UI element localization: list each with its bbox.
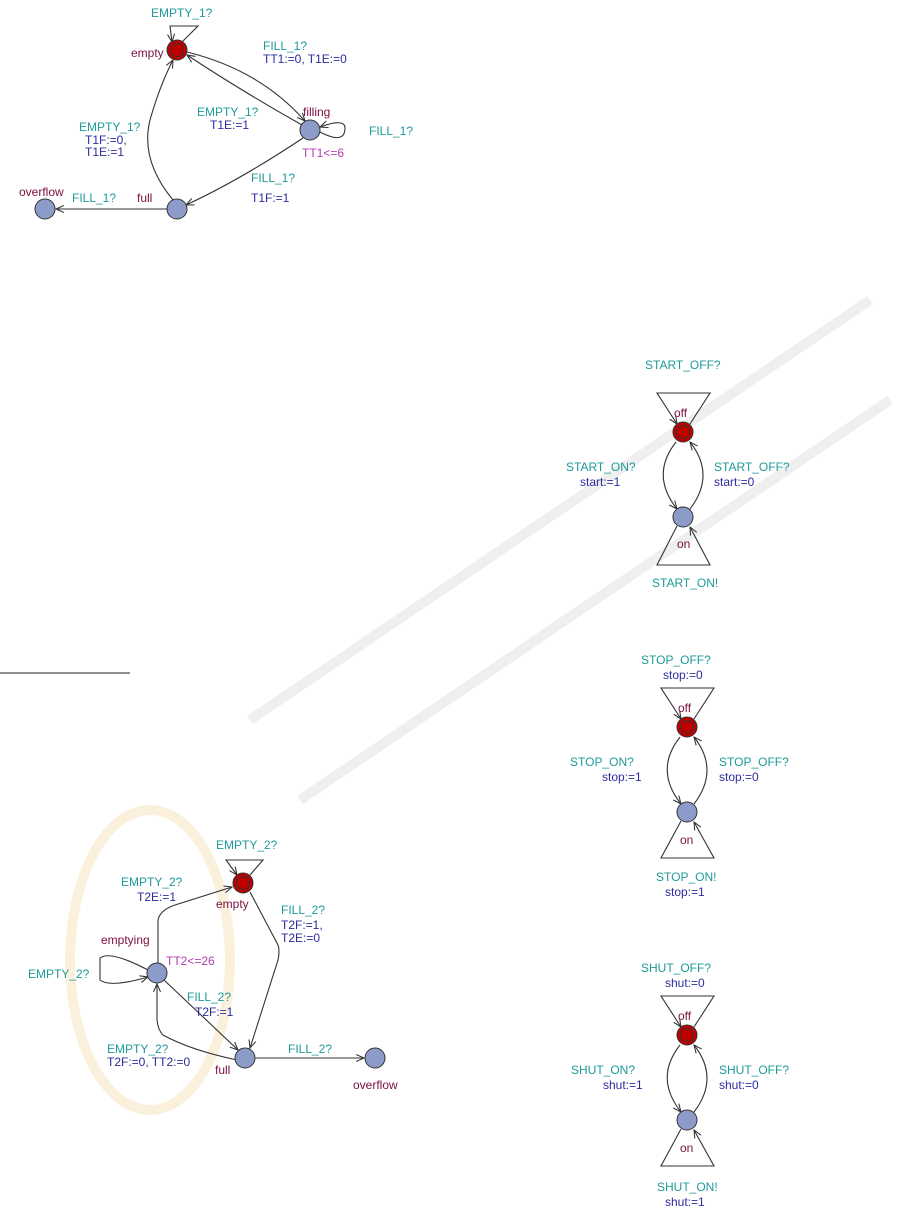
- location-label: off: [678, 701, 692, 715]
- edge-label: start:=1: [580, 475, 621, 489]
- edge-label: FILL_2?: [281, 903, 325, 917]
- location-label: full: [137, 191, 152, 205]
- location-off: [676, 716, 698, 738]
- edge-label: STOP_OFF?: [641, 653, 711, 667]
- location-label: emptying: [101, 933, 150, 947]
- edge-label: SHUT_OFF?: [719, 1063, 789, 1077]
- edge-label: T2F:=1: [195, 1005, 234, 1019]
- location-full: [166, 198, 188, 220]
- location-empty: [166, 39, 188, 61]
- location-label: on: [680, 833, 693, 847]
- edge-label: SHUT_ON!: [657, 1180, 718, 1194]
- shut-automaton: SHUT_OFF? shut:=0 off SHUT_ON? shut:=1 S…: [571, 961, 789, 1209]
- edge-label: shut:=1: [603, 1078, 643, 1092]
- edge-label: FILL_2?: [288, 1042, 332, 1056]
- edge-label: FILL_1?: [72, 191, 116, 205]
- location-off: [676, 1024, 698, 1046]
- location-full: [234, 1047, 256, 1069]
- location-overflow: [364, 1047, 386, 1069]
- location-off: [672, 421, 694, 443]
- edge-label: stop:=0: [663, 668, 703, 682]
- location-on: [672, 506, 694, 528]
- edge-label: TT1:=0, T1E:=0: [263, 52, 347, 66]
- edge-label: T1E:=1: [210, 118, 249, 132]
- edge-label: T1F:=0,: [85, 133, 127, 147]
- tank2-automaton: EMPTY_2? EMPTY_2? T2E:=1 empty FILL_2? T…: [28, 838, 398, 1092]
- edge-label: STOP_OFF?: [719, 755, 789, 769]
- start-automaton: START_OFF? off START_ON? start:=1 START_…: [566, 358, 790, 590]
- edge-label: EMPTY_2?: [107, 1042, 169, 1056]
- edge-label: stop:=1: [665, 885, 705, 899]
- tank1-automaton: EMPTY_1? empty FILL_1? TT1:=0, T1E:=0 fi…: [19, 6, 413, 220]
- edge-label: shut:=0: [665, 976, 705, 990]
- edge-label: EMPTY_2?: [28, 967, 90, 981]
- edge-label: T1E:=1: [85, 145, 124, 159]
- location-label: empty: [216, 897, 249, 911]
- location-filling: [299, 119, 321, 141]
- edge-label: EMPTY_1?: [151, 6, 213, 20]
- stop-automaton: STOP_OFF? stop:=0 off STOP_ON? stop:=1 S…: [570, 653, 789, 899]
- edge-label: EMPTY_2?: [121, 875, 183, 889]
- edge-label: shut:=0: [719, 1078, 759, 1092]
- edge-label: FILL_2?: [187, 990, 231, 1004]
- edge-label: FILL_1?: [251, 171, 295, 185]
- edge-label: START_ON!: [652, 576, 718, 590]
- invariant-label: TT1<=6: [302, 146, 344, 160]
- location-label: on: [680, 1141, 693, 1155]
- edge-label: STOP_ON!: [656, 870, 716, 884]
- location-label: filling: [303, 105, 330, 119]
- edge-label: EMPTY_2?: [216, 838, 278, 852]
- edge-label: STOP_ON?: [570, 755, 634, 769]
- location-label: empty: [131, 46, 164, 60]
- location-label: off: [678, 1009, 692, 1023]
- edge-label: FILL_1?: [369, 124, 413, 138]
- location-on: [676, 1109, 698, 1131]
- edge-label: START_OFF?: [645, 358, 721, 372]
- edge-label: start:=0: [714, 475, 755, 489]
- edge-label: T2E:=0: [281, 931, 320, 945]
- edge-label: FILL_1?: [263, 39, 307, 53]
- location-empty: [232, 872, 254, 894]
- edge-label: stop:=1: [602, 770, 642, 784]
- edge-label: shut:=1: [665, 1195, 705, 1209]
- edge-label: EMPTY_1?: [79, 120, 141, 134]
- location-label: overflow: [19, 185, 64, 199]
- location-label: overflow: [353, 1078, 398, 1092]
- location-label: off: [674, 406, 688, 420]
- location-overflow: [34, 198, 56, 220]
- edge-label: T2F:=0, TT2:=0: [107, 1055, 190, 1069]
- watermark: [65, 295, 893, 1115]
- edge-label: T2E:=1: [137, 890, 176, 904]
- location-on: [676, 801, 698, 823]
- edge-label: stop:=0: [719, 770, 759, 784]
- edge-label: SHUT_ON?: [571, 1063, 635, 1077]
- edge-label: EMPTY_1?: [197, 105, 259, 119]
- edge-label: START_OFF?: [714, 460, 790, 474]
- edge-label: START_ON?: [566, 460, 636, 474]
- edge-label: T1F:=1: [251, 191, 290, 205]
- location-label: on: [677, 537, 690, 551]
- edge-label: SHUT_OFF?: [641, 961, 711, 975]
- location-label: full: [215, 1063, 230, 1077]
- invariant-label: TT2<=26: [166, 954, 215, 968]
- edge-label: T2F:=1,: [281, 918, 323, 932]
- location-emptying: [146, 962, 168, 984]
